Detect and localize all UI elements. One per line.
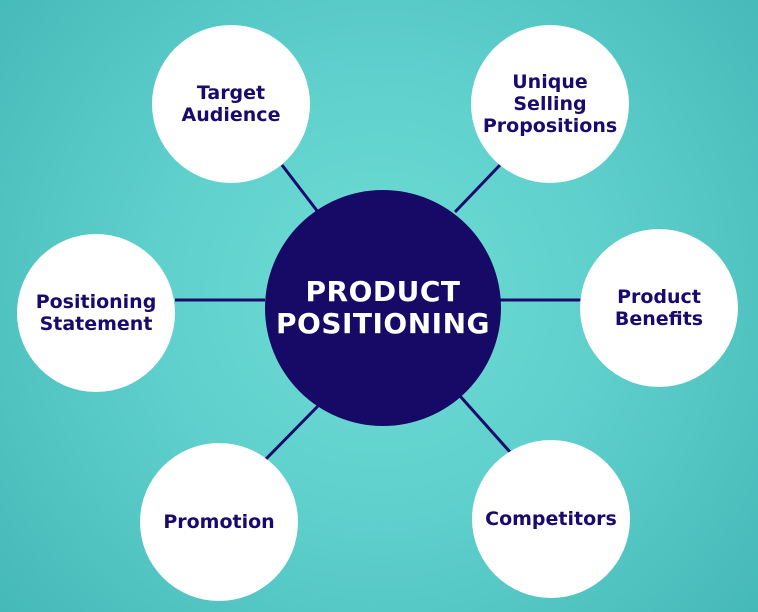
- connector-competitors: [458, 395, 512, 453]
- unique-selling-propositions-label: Unique Selling Propositions: [482, 71, 618, 137]
- competitors-label: Competitors: [485, 508, 617, 530]
- promotion-label: Promotion: [163, 511, 275, 533]
- node-competitors: Competitors: [472, 440, 630, 598]
- hub-label: PRODUCT POSITIONING: [276, 275, 490, 340]
- node-product-benefits: Product Benefits: [580, 229, 738, 387]
- positioning-statement-label: Positioning Statement: [35, 291, 157, 335]
- node-promotion: Promotion: [140, 443, 298, 601]
- node-target-audience: Target Audience: [152, 25, 310, 183]
- connector-unique-selling-propositions: [453, 163, 502, 214]
- node-unique-selling-propositions: Unique Selling Propositions: [471, 25, 629, 183]
- product-benefits-label: Product Benefits: [614, 286, 704, 330]
- connector-promotion: [263, 404, 320, 462]
- connector-target-audience: [280, 164, 320, 213]
- target-audience-label: Target Audience: [181, 82, 281, 126]
- node-positioning-statement: Positioning Statement: [17, 234, 175, 392]
- hub-product-positioning: PRODUCT POSITIONING: [265, 190, 501, 426]
